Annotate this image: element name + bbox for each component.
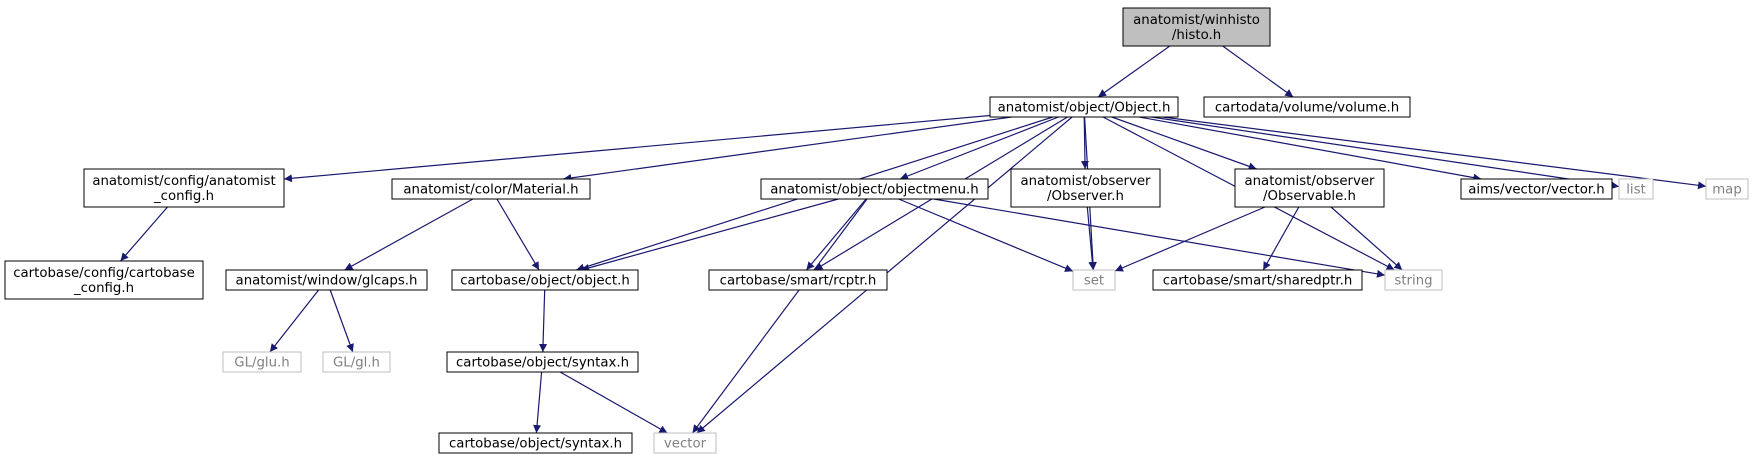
node-list-label-0: list xyxy=(1626,183,1646,198)
edge-glcaps-to-gl xyxy=(329,289,354,353)
node-gl-label-0: GL/gl.h xyxy=(333,356,380,371)
edge-object-to-observable xyxy=(1111,116,1257,171)
node-histo-label-0: anatomist/winhisto xyxy=(1133,13,1260,28)
node-cbconfig-label-1: _config.h xyxy=(73,281,134,296)
edge-anaconfig-to-cbconfig xyxy=(120,206,168,262)
node-syntaxh[interactable]: cartobase/object/syntax.h xyxy=(446,351,639,373)
edge-objmenu-to-vector xyxy=(692,198,868,434)
node-object-label-0: anatomist/object/Object.h xyxy=(998,101,1171,116)
node-volume-label-0: cartodata/volume/volume.h xyxy=(1215,101,1399,116)
node-list: list xyxy=(1618,178,1654,200)
node-map: map xyxy=(1705,178,1749,200)
node-syntaxh2[interactable]: cartobase/object/syntax.h xyxy=(438,432,633,454)
node-observer-label-0: anatomist/observer xyxy=(1020,174,1151,189)
edge-cbobject-to-syntaxh xyxy=(539,289,548,353)
edge-material-to-glcaps xyxy=(344,198,474,271)
node-material-label-0: anatomist/color/Material.h xyxy=(403,183,578,198)
node-anaconfig[interactable]: anatomist/config/anatomist_config.h xyxy=(83,168,285,208)
edge-objmenu-to-set xyxy=(898,198,1074,272)
node-object[interactable]: anatomist/object/Object.h xyxy=(989,96,1179,118)
node-volume[interactable]: cartodata/volume/volume.h xyxy=(1203,96,1411,118)
node-sharedptr-label-0: cartobase/smart/sharedptr.h xyxy=(1163,274,1353,289)
edge-object-to-anaconfig xyxy=(283,114,991,183)
node-sharedptr[interactable]: cartobase/smart/sharedptr.h xyxy=(1152,269,1363,291)
node-set: set xyxy=(1072,269,1116,291)
node-glcaps[interactable]: anatomist/window/glcaps.h xyxy=(225,269,428,291)
node-vector-label-0: vector xyxy=(664,437,707,452)
node-glu: GL/glu.h xyxy=(222,351,302,373)
node-objmenu[interactable]: anatomist/object/objectmenu.h xyxy=(760,178,989,200)
edge-syntaxh-to-vector xyxy=(559,371,668,434)
edge-observable-to-string xyxy=(1330,206,1403,271)
edge-syntaxh-to-syntaxh2 xyxy=(533,371,543,434)
node-observer-label-1: /Observer.h xyxy=(1047,189,1124,204)
node-observable-label-0: anatomist/observer xyxy=(1244,174,1375,189)
edge-observer-to-set xyxy=(1086,206,1097,271)
node-aimsvec[interactable]: aims/vector/vector.h xyxy=(1460,178,1613,200)
node-histo[interactable]: anatomist/winhisto/histo.h xyxy=(1122,7,1271,47)
edge-histo-to-volume xyxy=(1222,45,1294,98)
node-syntaxh-label-0: cartobase/object/syntax.h xyxy=(456,356,629,371)
edge-objmenu-to-cbobject xyxy=(581,198,839,272)
node-set-label-0: set xyxy=(1084,274,1104,289)
edge-object-to-objmenu xyxy=(899,116,1059,180)
edge-observable-to-set xyxy=(1114,206,1266,272)
node-cbobject-label-0: cartobase/object/object.h xyxy=(460,274,630,289)
node-gl: GL/gl.h xyxy=(322,351,391,373)
node-glu-label-0: GL/glu.h xyxy=(234,356,289,371)
node-cbobject[interactable]: cartobase/object/object.h xyxy=(451,269,639,291)
node-string: string xyxy=(1384,269,1443,291)
node-anaconfig-label-0: anatomist/config/anatomist xyxy=(92,174,275,189)
node-aimsvec-label-0: aims/vector/vector.h xyxy=(1468,183,1604,198)
node-cbconfig[interactable]: cartobase/config/cartobase_config.h xyxy=(4,260,204,300)
node-objmenu-label-0: anatomist/object/objectmenu.h xyxy=(770,183,978,198)
edge-object-to-list xyxy=(1151,116,1620,190)
node-map-label-0: map xyxy=(1712,183,1742,198)
node-observable[interactable]: anatomist/observer/Observable.h xyxy=(1234,168,1385,208)
edge-observable-to-sharedptr xyxy=(1262,206,1300,271)
edge-object-to-aimsvec xyxy=(1139,116,1482,182)
node-histo-label-1: /histo.h xyxy=(1172,28,1221,43)
node-cbconfig-label-0: cartobase/config/cartobase xyxy=(13,266,195,281)
edge-objmenu-to-rcptr xyxy=(805,198,867,271)
node-string-label-0: string xyxy=(1394,274,1432,289)
node-rcptr[interactable]: cartobase/smart/rcptr.h xyxy=(708,269,888,291)
node-observable-label-1: /Observable.h xyxy=(1263,189,1356,204)
node-material[interactable]: anatomist/color/Material.h xyxy=(391,178,591,200)
edge-object-to-map xyxy=(1162,116,1707,190)
edge-histo-to-object xyxy=(1097,45,1171,98)
node-glcaps-label-0: anatomist/window/glcaps.h xyxy=(236,274,418,289)
edge-object-to-material xyxy=(563,116,1012,182)
edge-material-to-cbobject xyxy=(496,198,540,271)
edge-object-to-observer xyxy=(1080,116,1089,170)
node-rcptr-label-0: cartobase/smart/rcptr.h xyxy=(720,274,877,289)
edge-glcaps-to-glu xyxy=(269,289,320,353)
node-syntaxh2-label-0: cartobase/object/syntax.h xyxy=(449,437,622,452)
node-anaconfig-label-1: _config.h xyxy=(153,189,214,204)
edge-objmenu-to-string xyxy=(933,198,1386,278)
node-observer[interactable]: anatomist/observer/Observer.h xyxy=(1010,168,1161,208)
node-vector: vector xyxy=(653,432,717,454)
